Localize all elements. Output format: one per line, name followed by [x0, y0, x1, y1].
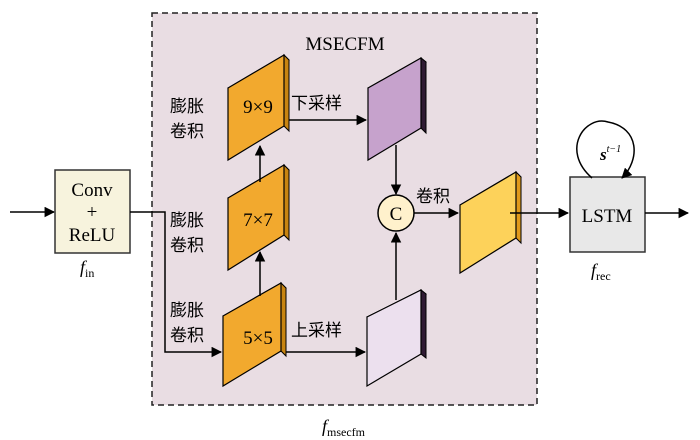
dilated-conv-top-line1: 膨胀 [170, 97, 204, 117]
module-function-base: f [322, 416, 330, 436]
concat-symbol: C [390, 204, 403, 225]
conv-relu-line2: + [87, 202, 98, 223]
kernel-label-5x5: 5×5 [243, 328, 273, 349]
conv-relu-line1: Conv [71, 180, 113, 201]
lstm-function-sub: rec [596, 269, 611, 283]
lstm-label: LSTM [582, 206, 633, 227]
dilated-conv-mid-line1: 膨胀 [170, 211, 204, 231]
conv-relu-line3: ReLU [69, 225, 116, 246]
conv-relu-box [54, 169, 131, 254]
lstm-box [569, 176, 646, 253]
conv-relu-function-sub: in [85, 266, 94, 280]
input-to-5x5-arrow [130, 211, 223, 358]
downsampled-feature-block [367, 56, 427, 162]
lstm-state-sup: t−1 [607, 144, 622, 155]
conv-relu-function-base: f [80, 257, 88, 277]
dilated-conv-bottom-line2: 卷积 [170, 326, 204, 346]
downsample-label: 下采样 [291, 94, 342, 114]
dilated-conv-top-line2: 卷积 [170, 122, 204, 142]
dilated-conv-mid-line2: 卷积 [170, 236, 204, 256]
lstm-function-label: frec [591, 260, 611, 283]
kernel-block-5x5: 5×5 [222, 281, 287, 388]
conv-label: 卷积 [416, 187, 450, 207]
dilated-conv-bottom-line1: 膨胀 [170, 301, 204, 321]
kernel-label-7x7: 7×7 [243, 210, 273, 231]
lstm-state-base: s [599, 145, 607, 164]
upsample-label: 上采样 [291, 321, 342, 341]
conv-output-block [459, 170, 522, 275]
module-title: MSECFM [305, 34, 384, 55]
module-function-label: fmsecfm [322, 416, 366, 439]
module-function-sub: msecfm [327, 425, 366, 439]
kernel-label-9x9: 9×9 [243, 97, 273, 118]
upsampled-feature-block [366, 288, 427, 388]
conv-relu-function-label: fin [80, 257, 94, 280]
kernel-block-9x9: 9×9 [227, 53, 290, 162]
kernel-block-7x7: 7×7 [227, 163, 290, 272]
lstm-recurrence-loop [576, 120, 635, 179]
lstm-function-base: f [591, 260, 599, 280]
lstm-state-label: st−1 [599, 144, 621, 164]
